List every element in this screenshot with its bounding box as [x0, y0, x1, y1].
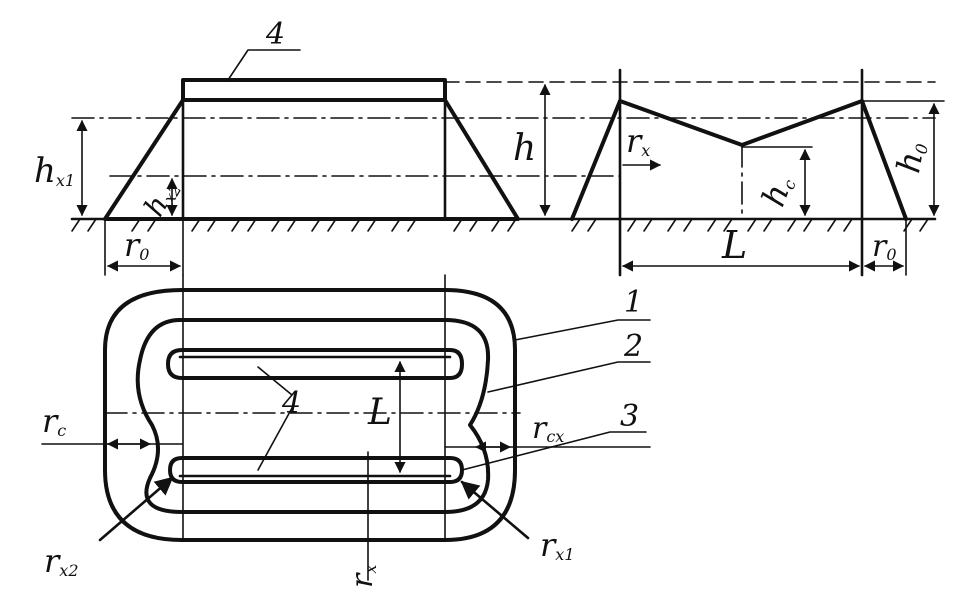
leader-2 — [487, 361, 651, 393]
leader-4-top — [227, 49, 301, 81]
label-2: 2 — [623, 329, 643, 364]
plan-view: L 4 1 2 3 rc rcx rx2 rx1 rx — [41, 274, 651, 588]
rx2-leader — [98, 476, 174, 542]
leader-3 — [461, 431, 647, 471]
label-4-mid: 4 — [281, 386, 301, 421]
label-h0: h0 — [889, 139, 932, 176]
label-3: 3 — [620, 399, 639, 434]
label-rx-top: rx — [626, 122, 650, 160]
side-elevation: 4 hx1 hx2 r0 h rx hc h0 — [34, 17, 945, 277]
lower-slot — [168, 456, 464, 484]
contour-1 — [103, 288, 517, 542]
label-4-top: 4 — [265, 17, 285, 52]
label-hx1: hx1 — [34, 151, 75, 191]
label-1: 1 — [624, 285, 643, 320]
label-r0-right: r0 — [872, 229, 897, 264]
label-rx-bottom: rx — [345, 565, 380, 588]
upper-slot — [166, 348, 464, 380]
right-profile-right-slope — [860, 99, 908, 221]
label-rcx: rcx — [532, 411, 564, 446]
label-h: h — [513, 128, 536, 169]
label-rc: rc — [42, 402, 66, 440]
leader-4-mid-a — [257, 366, 293, 396]
leader-4-mid-b — [257, 407, 293, 471]
right-profile-left-slope — [570, 99, 622, 221]
rx1-leader — [460, 480, 530, 540]
leader-1 — [514, 319, 651, 341]
label-hx2: hx2 — [137, 173, 185, 222]
label-L-bottom: L — [367, 392, 392, 433]
label-r0-left: r0 — [124, 226, 149, 264]
load-rectangle — [181, 78, 447, 102]
label-rx1: rx1 — [540, 526, 575, 564]
label-rx2: rx2 — [44, 542, 79, 580]
right-profile-top — [618, 99, 864, 147]
label-hc: hc — [754, 171, 800, 212]
label-L-top: L — [721, 223, 747, 267]
